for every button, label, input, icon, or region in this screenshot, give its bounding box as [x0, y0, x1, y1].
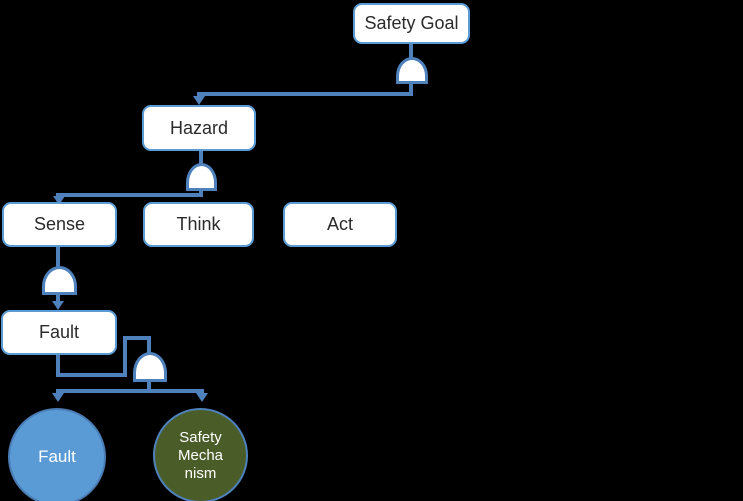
- node-label: Fault: [38, 322, 80, 342]
- node-label-line: Safety: [179, 428, 222, 446]
- connector-segment: [409, 82, 413, 96]
- node-safety-goal: Safety Goal: [353, 3, 470, 44]
- node-act: Act: [283, 202, 397, 247]
- arrow-down-icon: [193, 96, 205, 105]
- and-gate-icon: [133, 352, 167, 382]
- node-fault-event: Fault: [1, 310, 117, 355]
- connector-segment: [147, 379, 151, 392]
- node-sense: Sense: [2, 202, 117, 247]
- node-label: Think: [176, 214, 221, 234]
- node-label-line: Mecha: [177, 446, 224, 464]
- node-think: Think: [143, 202, 254, 247]
- connector-segment: [56, 389, 204, 393]
- connector-segment: [197, 92, 413, 96]
- connector-segment: [123, 336, 151, 340]
- arrow-down-icon: [53, 196, 65, 205]
- connector-segment: [147, 336, 151, 354]
- and-gate-icon: [186, 163, 217, 191]
- node-label: Sense: [33, 214, 86, 234]
- connector-segment: [56, 354, 60, 377]
- connector-segment: [56, 373, 127, 377]
- node-fault-basic-event: Fault: [8, 408, 106, 501]
- connector-segment: [409, 44, 413, 58]
- connector-segment: [56, 294, 60, 303]
- node-hazard: Hazard: [142, 105, 256, 151]
- connector-segment: [56, 193, 203, 197]
- arrow-down-icon: [196, 393, 208, 402]
- connector-segment: [199, 151, 203, 164]
- node-safety-mechanism: Safety Mecha nism: [153, 408, 248, 501]
- connector-segment: [56, 246, 60, 267]
- and-gate-icon: [42, 266, 77, 295]
- arrow-down-icon: [52, 301, 64, 310]
- connector-segment: [123, 336, 127, 377]
- node-label: Act: [326, 214, 353, 234]
- node-label: Fault: [38, 447, 76, 466]
- node-label: Hazard: [169, 117, 229, 138]
- node-label-line: nism: [184, 464, 217, 482]
- and-gate-icon: [396, 57, 428, 84]
- node-label: Safety Goal: [364, 13, 459, 33]
- arrow-down-icon: [52, 393, 64, 402]
